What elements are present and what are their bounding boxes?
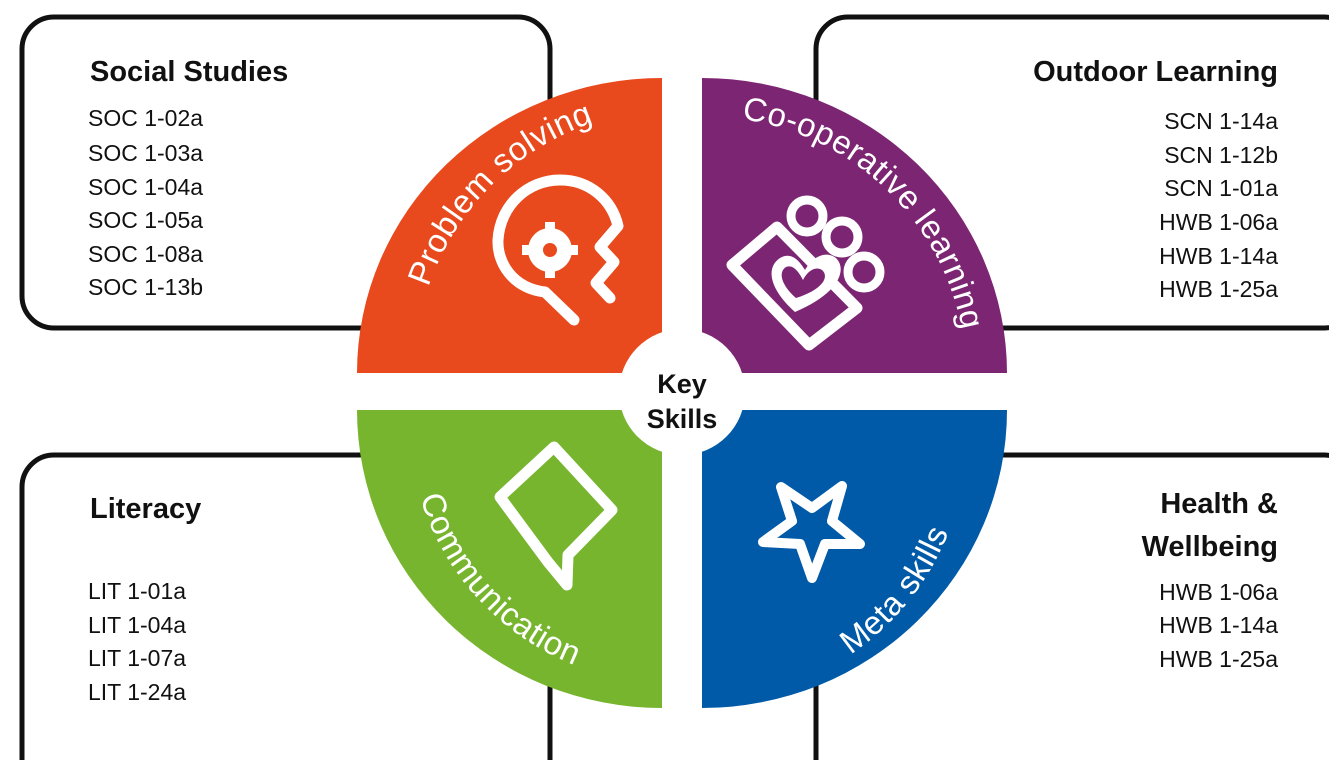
head-gear-icon: [492, 174, 624, 326]
social-studies-code: SOC 1-02a: [88, 105, 203, 131]
literacy-code: LIT 1-24a: [88, 679, 186, 705]
outdoor-learning-code: SCN 1-01a: [1164, 175, 1278, 201]
outdoor-learning-title: Outdoor Learning: [1033, 56, 1278, 88]
social-studies-code: SOC 1-13b: [88, 274, 203, 300]
center-circle: [619, 329, 745, 455]
social-studies-code: SOC 1-04a: [88, 174, 203, 200]
health-wellbeing-title-line2: Wellbeing: [1142, 531, 1278, 563]
star-icon: [758, 481, 865, 583]
social-studies-code: SOC 1-08a: [88, 241, 203, 267]
outdoor-learning-code: SCN 1-12b: [1164, 142, 1278, 168]
center-label-line1: Key: [657, 369, 707, 399]
literacy-title: Literacy: [90, 493, 201, 525]
social-studies-code: SOC 1-05a: [88, 207, 203, 233]
health-wellbeing-code: HWB 1-25a: [1159, 646, 1278, 672]
problem-solving-quadrant: [357, 78, 662, 373]
literacy-code: LIT 1-07a: [88, 645, 186, 671]
outdoor-learning-code: HWB 1-25a: [1159, 276, 1278, 302]
outdoor-learning-code: SCN 1-14a: [1164, 108, 1278, 134]
social-studies-title: Social Studies: [90, 56, 288, 88]
health-wellbeing-code: HWB 1-06a: [1159, 579, 1278, 605]
people-heart-icon: [726, 195, 885, 351]
speech-bubble-icon: [494, 441, 618, 591]
health-wellbeing-title-line1: Health &: [1160, 488, 1278, 520]
outdoor-learning-code: HWB 1-14a: [1159, 243, 1278, 269]
health-wellbeing-code: HWB 1-14a: [1159, 612, 1278, 638]
center-label-line2: Skills: [647, 404, 718, 434]
literacy-code: LIT 1-04a: [88, 612, 186, 638]
literacy-code: LIT 1-01a: [88, 578, 186, 604]
outdoor-learning-code: HWB 1-06a: [1159, 209, 1278, 235]
social-studies-code: SOC 1-03a: [88, 140, 203, 166]
